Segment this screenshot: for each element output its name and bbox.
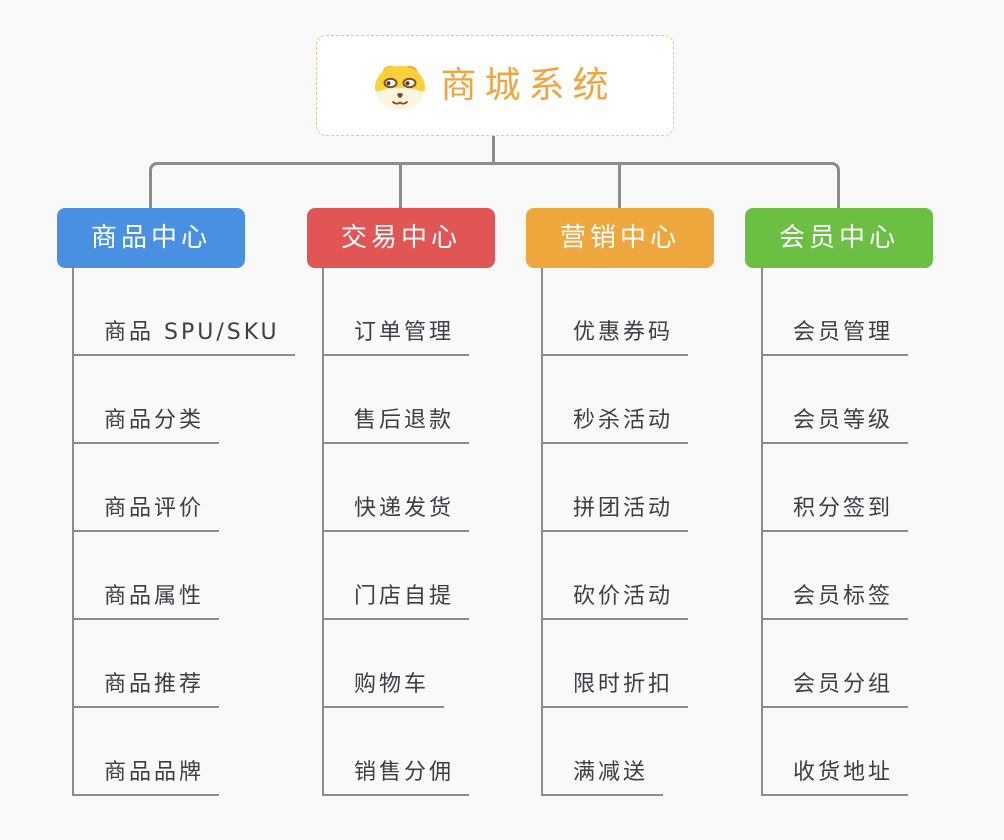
leaf-item[interactable]: 会员等级	[763, 410, 909, 444]
leaf-item[interactable]: 购物车	[324, 674, 445, 708]
root-title: 商城系统	[440, 64, 617, 106]
leaf-item[interactable]: 限时折扣	[543, 674, 689, 708]
leaf-item[interactable]: 销售分佣	[324, 762, 470, 796]
leaf-item[interactable]: 订单管理	[324, 322, 470, 356]
leaf-item[interactable]: 优惠券码	[543, 322, 689, 356]
branch-box-member[interactable]: 会员中心	[745, 208, 933, 268]
branch-label: 商品中心	[90, 223, 211, 253]
leaf-column-trade: 订单管理 售后退款 快递发货 门店自提 购物车 销售分佣	[322, 268, 470, 796]
connector-drop-trade	[399, 165, 402, 208]
branch-label: 营销中心	[559, 223, 680, 253]
dog-face-icon	[375, 65, 426, 110]
leaf-column-product: 商品 SPU/SKU 商品分类 商品评价 商品属性 商品推荐 商品品牌	[72, 268, 295, 796]
leaf-item[interactable]: 门店自提	[324, 586, 470, 620]
leaf-item[interactable]: 砍价活动	[543, 586, 689, 620]
branch-label: 会员中心	[778, 223, 899, 253]
leaf-item[interactable]: 会员标签	[763, 586, 909, 620]
leaf-item[interactable]: 会员管理	[763, 322, 909, 356]
connector-root-stub	[492, 136, 495, 164]
leaf-item[interactable]: 商品推荐	[74, 674, 220, 708]
leaf-item[interactable]: 商品评价	[74, 498, 220, 532]
root-node[interactable]: 商城系统	[316, 35, 674, 136]
leaf-item[interactable]: 拼团活动	[543, 498, 689, 532]
connector-trunk	[149, 162, 840, 208]
branch-label: 交易中心	[340, 223, 461, 253]
leaf-item[interactable]: 积分签到	[763, 498, 909, 532]
leaf-item[interactable]: 满减送	[543, 762, 664, 796]
leaf-column-marketing: 优惠券码 秒杀活动 拼团活动 砍价活动 限时折扣 满减送	[541, 268, 689, 796]
leaf-item[interactable]: 商品 SPU/SKU	[74, 322, 295, 356]
leaf-item[interactable]: 商品属性	[74, 586, 220, 620]
leaf-item[interactable]: 收货地址	[763, 762, 909, 796]
leaf-item[interactable]: 会员分组	[763, 674, 909, 708]
branch-box-marketing[interactable]: 营销中心	[526, 208, 714, 268]
leaf-item[interactable]: 秒杀活动	[543, 410, 689, 444]
leaf-item[interactable]: 商品分类	[74, 410, 220, 444]
leaf-item[interactable]: 售后退款	[324, 410, 470, 444]
branch-box-trade[interactable]: 交易中心	[307, 208, 495, 268]
leaf-item[interactable]: 商品品牌	[74, 762, 220, 796]
leaf-item[interactable]: 快递发货	[324, 498, 470, 532]
branch-box-product[interactable]: 商品中心	[57, 208, 245, 268]
connector-drop-marketing	[618, 165, 621, 208]
leaf-column-member: 会员管理 会员等级 积分签到 会员标签 会员分组 收货地址	[761, 268, 909, 796]
